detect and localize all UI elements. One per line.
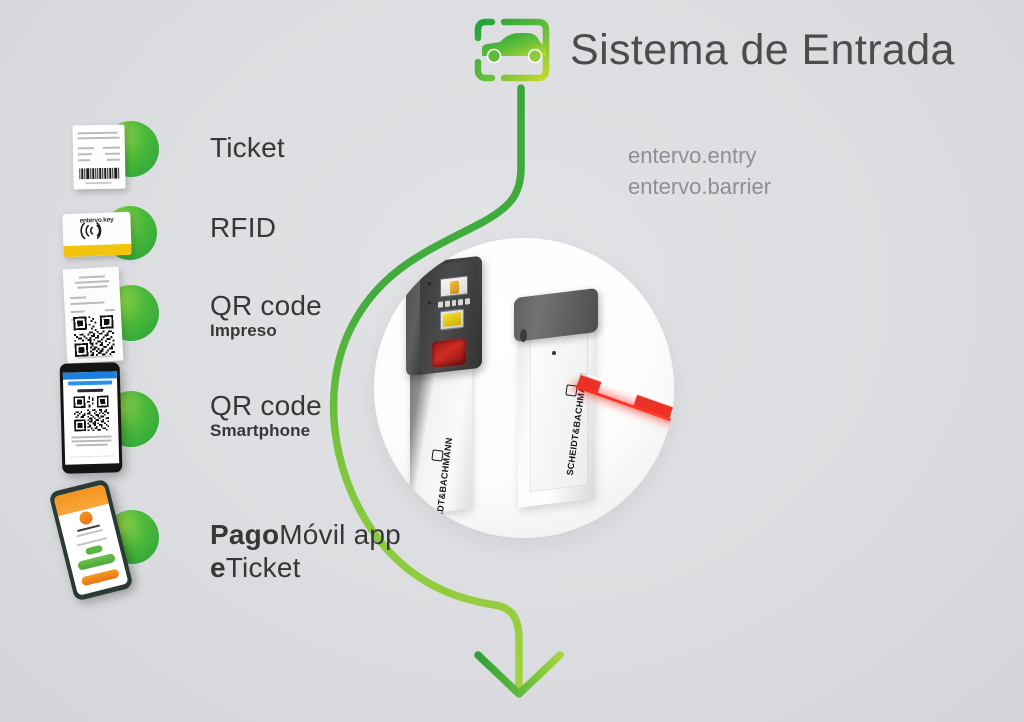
paper-ticket-icon (65, 115, 185, 225)
feature-label-rfid: RFID (210, 212, 277, 243)
feature-label-qr-printed: QR code Impreso (210, 291, 322, 342)
feature-label-pago-movil: PagoMóvil app eTicket (210, 520, 401, 583)
pago-movil-phone-icon (48, 478, 175, 605)
header: Sistema de Entrada (470, 16, 955, 84)
smartphone-device (48, 478, 134, 602)
feature-title: QR code (210, 290, 322, 321)
terminal-button[interactable] (438, 301, 443, 308)
rfid-card: entervo.key (62, 211, 132, 258)
printed-receipt (62, 266, 124, 364)
qr-code (73, 395, 110, 432)
feature-title: Ticket (210, 132, 285, 163)
barrier-lock-pin (552, 351, 556, 355)
barrier-unit: SCHEIDT&BACHMANN (504, 287, 614, 523)
terminal-button[interactable] (451, 299, 457, 307)
feature-title: RFID (210, 212, 277, 243)
feature-title: QR code (210, 390, 322, 421)
rfid-yellow-band (63, 243, 132, 258)
feature-label-qr-smartphone: QR code Smartphone (210, 391, 322, 442)
product-name-list: entervo.entry entervo.barrier (628, 140, 771, 202)
terminal-button[interactable] (465, 298, 470, 305)
qr-code (73, 314, 116, 357)
page-title: Sistema de Entrada (570, 25, 955, 74)
feature-subtitle: Smartphone (210, 421, 311, 441)
feature-title: PagoMóvil app (210, 519, 401, 550)
feature-label-ticket: Ticket (210, 132, 285, 163)
smartphone-device (59, 362, 123, 474)
screen-code-text (77, 388, 104, 393)
smartphone-qr-icon (55, 362, 175, 483)
ticket-dispenser-slot[interactable] (440, 308, 464, 331)
entry-terminal-and-barrier-photo: SCHEIDT&BACHMANN SCHEIDT&BACHMANN (374, 238, 674, 538)
entry-terminal: SCHEIDT&BACHMANN (404, 255, 490, 538)
terminal-button[interactable] (458, 298, 464, 306)
product-entervo-entry: entervo.entry (628, 143, 757, 168)
product-entervo-barrier: entervo.barrier (628, 174, 772, 200)
nfc-wave-icon (80, 221, 115, 244)
printed-qr-receipt-icon (55, 263, 175, 373)
terminal-button[interactable] (444, 300, 450, 308)
card-reader[interactable] (432, 338, 466, 368)
terminal-display (440, 275, 468, 298)
rfid-card-icon: entervo.key (55, 197, 175, 307)
feature-subtitle: eTicket (210, 552, 301, 584)
feature-subtitle: Impreso (210, 321, 277, 341)
ticket-paper (72, 124, 126, 190)
car-entry-icon (470, 16, 554, 84)
